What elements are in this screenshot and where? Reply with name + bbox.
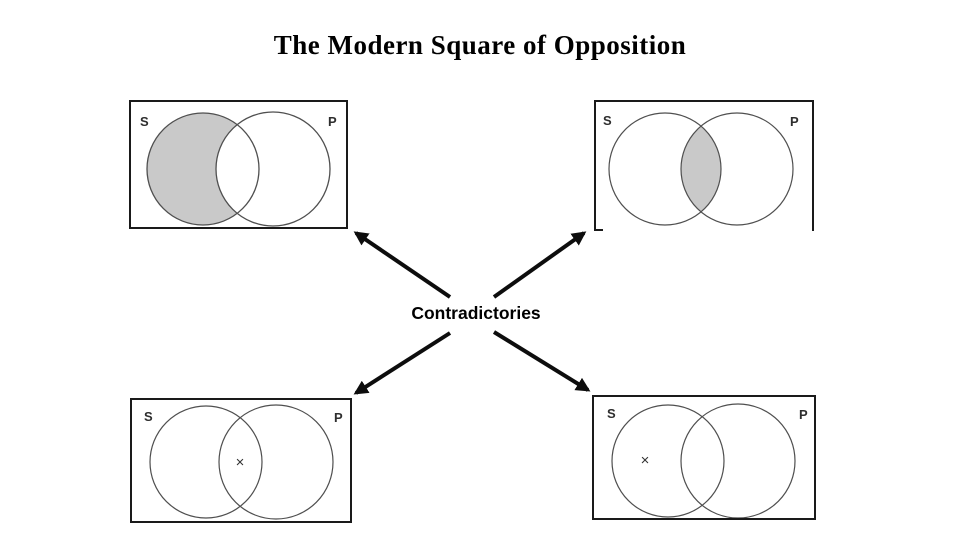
contradictories-label: Contradictories — [411, 303, 541, 323]
venn-bottom-right: × S P — [592, 395, 816, 520]
venn-bottom-left: × S P — [130, 398, 352, 523]
s-label: S — [607, 406, 616, 421]
arrow-to-bottom-left — [353, 331, 452, 395]
s-circle-outline — [608, 112, 722, 226]
x-mark-s-crescent: × — [641, 452, 650, 469]
x-mark-intersection: × — [236, 454, 245, 471]
p-label: P — [328, 114, 337, 129]
arrow-to-top-right — [492, 231, 587, 299]
s-circle-outline — [146, 112, 260, 226]
p-label: P — [790, 114, 799, 129]
venn-top-right: S P — [594, 100, 814, 231]
s-circle-outline — [611, 404, 725, 518]
intersection-region-white — [216, 113, 259, 225]
s-circle-outline — [149, 405, 263, 519]
venn-bottom-right-svg: × S P — [607, 403, 808, 518]
p-label: P — [799, 407, 808, 422]
p-circle-outline — [215, 111, 331, 227]
venn-top-left-svg: S P — [140, 111, 337, 227]
p-circle-outline — [218, 404, 334, 520]
p-label: P — [334, 410, 343, 425]
p-circle-outline — [680, 112, 794, 226]
s-label: S — [603, 113, 612, 128]
venn-top-left: S P — [129, 100, 348, 229]
s-label: S — [144, 409, 153, 424]
arrow-to-top-left — [353, 231, 452, 299]
p-circle-outline — [680, 403, 796, 518]
arrow-to-bottom-right — [492, 330, 591, 392]
page-title: The Modern Square of Opposition — [273, 30, 687, 60]
venn-top-right-svg: S P — [603, 112, 799, 226]
venn-bottom-left-svg: × S P — [144, 404, 343, 520]
s-label: S — [140, 114, 149, 129]
intersection-region-shaded — [681, 113, 721, 225]
